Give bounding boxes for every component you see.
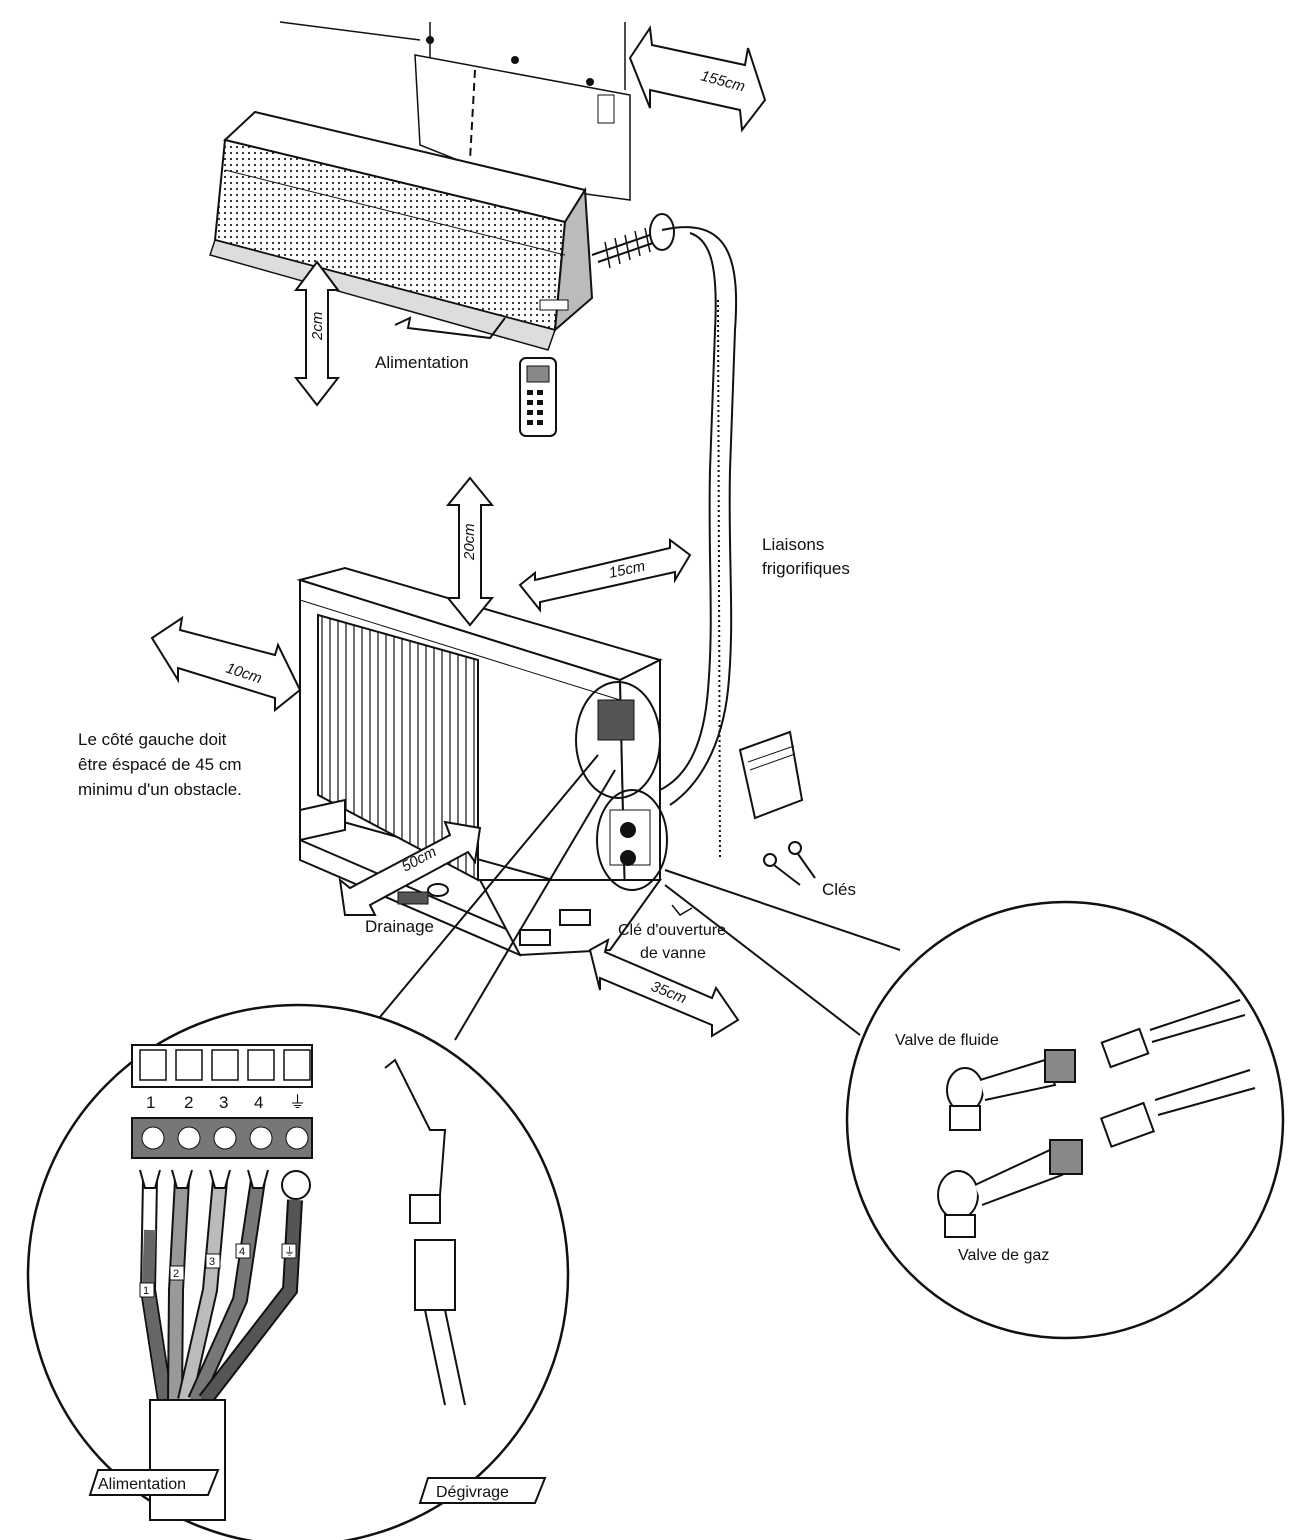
valve-key-label-line2: de vanne	[640, 945, 706, 962]
zoom-leader-lines	[364, 754, 901, 1041]
terminal-number-4: 4	[254, 1093, 263, 1112]
terminal-zoom-circle: 1 2 3 4 ⏚	[26, 1003, 570, 1540]
liquid-valve-label: Valve de fluide	[895, 1032, 999, 1049]
defrost-label: Dégivrage	[436, 1484, 509, 1501]
defrost-connector-icon	[384, 1058, 466, 1406]
wire-tag-4: 4	[239, 1246, 245, 1258]
dim-arrow-155: 155cm	[628, 25, 767, 133]
wire-tag-1: 1	[143, 1285, 149, 1297]
left-clearance-note-line2: être éspacé de 45 cm	[78, 755, 241, 774]
refrigerant-sheath	[659, 226, 738, 861]
keys-label: Clés	[822, 880, 856, 899]
dim-label-2: 2cm	[309, 312, 326, 341]
wire-tag-ground: ⏚	[284, 1245, 295, 1258]
valve-icon	[946, 1049, 1076, 1131]
dim-arrow-10: 10cm	[150, 615, 302, 713]
left-clearance-note-line1: Le côté gauche doit	[78, 730, 227, 749]
indoor-power-label: Alimentation	[375, 353, 469, 372]
outdoor-terminal-zoom-origin	[575, 681, 668, 891]
valve-icon	[937, 1139, 1083, 1238]
refrigerant-lines-label-line2: frigorifiques	[762, 559, 850, 578]
flare-nuts	[1099, 999, 1256, 1148]
insulation-pad-icon	[738, 730, 804, 820]
terminal-number-2: 2	[184, 1093, 193, 1112]
dim-arrow-15: 15cm	[518, 538, 692, 613]
indoor-unit	[209, 110, 594, 351]
power-cable-wires	[139, 1169, 311, 1521]
drainage-label: Drainage	[365, 917, 434, 936]
gas-valve-label: Valve de gaz	[958, 1247, 1049, 1264]
valve-key-label-line1: Clé d'ouverture	[618, 922, 726, 939]
wrench-icon	[763, 841, 816, 886]
wire-tag-3: 3	[209, 1256, 215, 1268]
drain-fitting-icon	[397, 883, 449, 905]
valve-zoom-circle: Valve de fluide Valve de gaz	[845, 900, 1285, 1340]
terminal-number-ground: ⏚	[289, 1093, 306, 1112]
valve-key-mark	[671, 904, 693, 916]
remote-control-icon	[519, 357, 557, 437]
refrigerant-lines-label-line1: Liaisons	[762, 535, 824, 554]
indoor-pipe-coil	[591, 213, 675, 269]
terminal-number-1: 1	[146, 1093, 155, 1112]
indoor-power-cable	[394, 316, 506, 340]
wire-tag-2: 2	[173, 1268, 179, 1280]
dim-arrow-2: 2cm	[293, 260, 341, 407]
terminal-block-icon	[131, 1044, 313, 1159]
dim-label-20: 20cm	[461, 523, 478, 561]
dim-arrow-20: 20cm	[445, 476, 495, 627]
terminal-number-3: 3	[219, 1093, 228, 1112]
power-terminal-label: Alimentation	[98, 1476, 186, 1493]
left-clearance-note-line3: minimu d'un obstacle.	[78, 780, 242, 799]
